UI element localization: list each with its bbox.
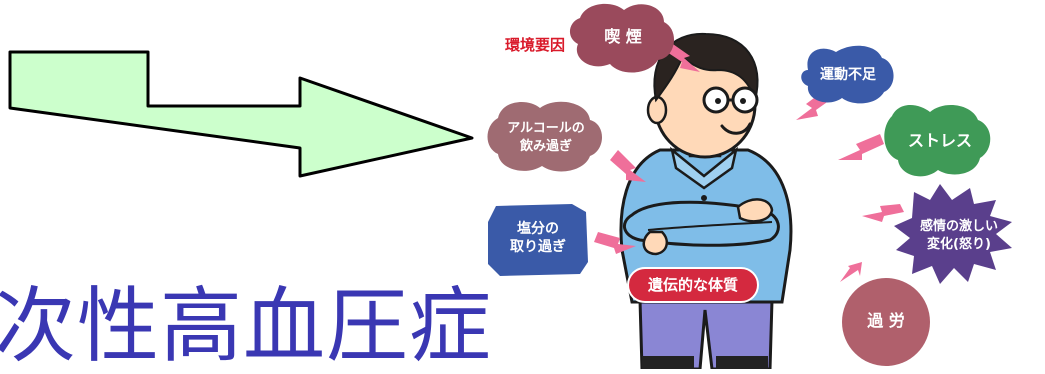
man-figure (619, 32, 793, 369)
factor-genetic-label: 遺伝的な体質 (647, 276, 738, 294)
factor-emotion-line1: 感情の激しい (919, 219, 998, 234)
env-factor-label: 環境要因 (504, 36, 565, 54)
page-title: 次性高血圧症 (0, 279, 493, 374)
factor-bubbles (487, 3, 1012, 366)
bubble-emotion (894, 184, 1012, 284)
bubble-fatigue (842, 278, 930, 366)
factor-salt-line1: 塩分の (517, 221, 559, 237)
factor-smoking-label: 喫 煙 (604, 27, 642, 46)
bubble-smoking (569, 3, 675, 73)
bubble-genetic (627, 267, 759, 303)
factor-alcohol-line1: アルコールの (507, 121, 585, 136)
factor-emotion-line2: 変化(怒り) (927, 237, 991, 252)
factor-exercise-label: 運動不足 (820, 67, 876, 83)
bubble-alcohol (487, 101, 602, 172)
bubble-salt (488, 204, 588, 276)
factor-alcohol-label: アルコールの 飲み過ぎ (494, 120, 598, 156)
factor-alcohol-line2: 飲み過ぎ (519, 139, 572, 154)
factor-salt-line2: 取り過ぎ (510, 239, 566, 255)
factor-stress-label: ストレス (907, 131, 972, 150)
bubble-exercise (801, 45, 894, 104)
factor-salt-label: 塩分の 取り過ぎ (490, 220, 586, 256)
bubble-stress (884, 105, 991, 177)
green-arrow (8, 50, 474, 178)
factor-emotion-label: 感情の激しい 変化(怒り) (904, 218, 1014, 254)
factor-fatigue-label: 過 労 (867, 311, 905, 330)
